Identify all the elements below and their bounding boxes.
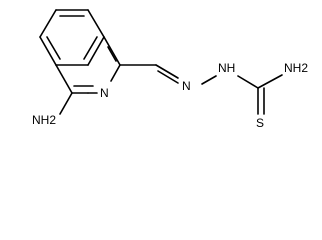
ring-nitrogen-label: N	[100, 86, 109, 100]
molecule-diagram: NH2 N N NH NH2 S	[32, 9, 308, 130]
bond	[237, 75, 259, 89]
bond-double	[83, 36, 98, 60]
bond	[55, 64, 73, 94]
amide-amine-label: NH2	[284, 61, 308, 75]
bond-c4-amine	[59, 92, 73, 115]
bond	[39, 36, 57, 66]
amine-label: NH2	[32, 113, 56, 127]
thiosemicarbazone-chain	[119, 64, 283, 115]
hydrazone-nitrogen-label: N	[182, 79, 191, 93]
bond-double	[107, 46, 117, 62]
bond	[103, 36, 121, 66]
bond	[155, 64, 179, 79]
benzene-ring	[39, 9, 105, 66]
bond	[87, 9, 105, 38]
bond-double	[46, 36, 61, 60]
bond	[257, 74, 283, 89]
bond	[87, 36, 105, 66]
bond	[201, 75, 217, 85]
pyridine-ring	[55, 36, 121, 94]
bond	[39, 9, 57, 38]
sulfur-label: S	[256, 116, 264, 130]
bond-double	[157, 70, 179, 84]
nh-label: NH	[218, 61, 235, 75]
bond	[110, 64, 121, 82]
